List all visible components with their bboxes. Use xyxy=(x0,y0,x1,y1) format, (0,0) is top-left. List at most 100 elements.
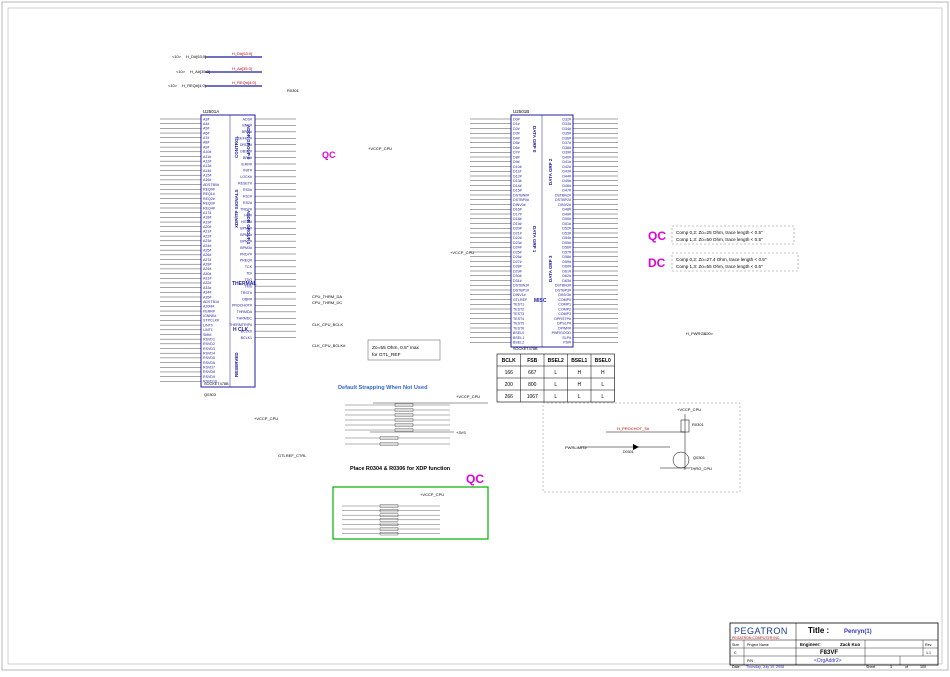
cpu-b-left-pin: D22# xyxy=(513,236,522,240)
engineer-label: Engineer: xyxy=(800,642,821,647)
cpu-b-left-pin: GTLREF xyxy=(513,298,528,302)
cpu-b-right-pin: D33# xyxy=(562,122,571,126)
gtl-ref-note: Zo=55 Ohm, 0.5" max for GTL_REF xyxy=(367,339,441,361)
cpu-a-left-pin: A33# xyxy=(203,286,211,290)
cpu-b-right-pin: DSTBN3# xyxy=(555,284,571,288)
strap-vccp-label: +VCCP_CPU xyxy=(456,394,480,399)
cpu-b-right-pin: D57# xyxy=(562,250,571,254)
cpu-a-right-pin: DRDY# xyxy=(240,143,252,147)
cpu-b-left-pin: D25# xyxy=(513,250,522,254)
cpu-a-right-pin: RS2# xyxy=(243,201,252,205)
cpu-b-left-pin: BSEL2 xyxy=(513,341,524,345)
bsel-cell: L xyxy=(554,382,557,388)
gtl-vccp-label: +VCCP_CPU xyxy=(254,416,278,421)
cpu-a-right-pin: TDI xyxy=(246,272,252,276)
cpu-a-left-pin: ADSTB1# xyxy=(203,300,219,304)
cpu-a-right-pin: THERMTRIP# xyxy=(229,323,252,327)
cpu-a-left-pin: RSVD6 xyxy=(203,361,215,365)
cpu-b-right-pin: D62# xyxy=(562,274,571,278)
cpu-b-left-pin: D7# xyxy=(513,151,520,155)
cpu-b-right-pin: D47# xyxy=(562,189,571,193)
prochot-circuit: +VCCP_CPU R0301 H_PROCHOT_S# PWRLIMIT# D… xyxy=(542,402,741,493)
cpu-a-right-pin: PROCHOT# xyxy=(232,304,252,308)
cpu-b-right-pin: D56# xyxy=(562,246,571,250)
bsel-header: FSB xyxy=(527,358,537,364)
comp-notes: QC Comp 0,2: Zo=25 Ohm, trace length < 0… xyxy=(322,150,799,272)
bsel-header: BSEL1 xyxy=(571,358,587,364)
cpu-b-right-pin: D60# xyxy=(562,265,571,269)
cpu-b-left-pin: D12# xyxy=(513,174,522,178)
h-pwrgd-ref: <20> xyxy=(704,331,714,336)
comp-dc-line2: Comp 1,3: Zo=55 Ohm, trace length < 0.5" xyxy=(676,264,763,269)
bus-label-name-0: H_D#[63:0] xyxy=(186,54,206,59)
cpu-a-left-pin: A5# xyxy=(203,127,209,131)
cpu-a-left-pin: RSVD9 xyxy=(203,375,215,379)
cpu-b-right-pin: D36# xyxy=(562,136,571,140)
cpu-b-right-pin: D46# xyxy=(562,184,571,188)
pwrlimit-label: PWRLIMIT# xyxy=(565,445,588,450)
cpu-a-left-pin: RSVD8 xyxy=(203,370,215,374)
cpu-a-left-pin: STPCLK# xyxy=(203,319,219,323)
cpu-a-left-pin: A28# xyxy=(203,263,211,267)
company-logo: PEGATRON xyxy=(734,626,788,636)
cpu-b-right-pin: D44# xyxy=(562,174,571,178)
cpu-b-left-pins: D0#D1#D2#D3#D4#D5#D6#D7#D8#D9#D10#D11#D1… xyxy=(470,117,529,345)
cpu-b-left-pin: D5# xyxy=(513,141,520,145)
date-label: Date: xyxy=(732,665,741,669)
strap-3vs-label: +3VS xyxy=(456,430,466,435)
cpu-a-left-pin: A29# xyxy=(203,267,211,271)
bus-label-tag-0: H_D#[63:0] xyxy=(232,51,252,56)
bsel-cell: 1067 xyxy=(527,394,538,400)
cpu-a-right-pin: BPM3# xyxy=(240,246,252,250)
cpu-b-left-pin: D26# xyxy=(513,255,522,259)
cpu-b-right-pin: D38# xyxy=(562,146,571,150)
default-strapping: Default Strapping When Not Used +VCCP_CP… xyxy=(338,385,488,435)
cpu-a-right-pin: TCK xyxy=(245,265,253,269)
bus-label-tag-2: H_REQ#[4:0] xyxy=(232,80,256,85)
cpu-a-ref: U2501A xyxy=(203,109,219,114)
cpu-a-left-pin: A18# xyxy=(203,216,211,220)
cpu-a-right-pin: RS0# xyxy=(243,188,252,192)
cpu-b-left-pin: TEST3 xyxy=(513,312,524,316)
rev-label: Rev. xyxy=(925,643,932,647)
cpu-b-left-pin: D28# xyxy=(513,265,522,269)
cpu-a-right-pin: BPRI# xyxy=(242,130,252,134)
bus-label-dir-2: <10> xyxy=(168,83,178,88)
cpu-b-left-pin: D11# xyxy=(513,170,521,174)
title-value: Penryn(1) xyxy=(844,629,872,635)
cpu-a-left-pin: A7# xyxy=(203,136,209,140)
comp-dc-line1: Comp 0,2: Zo=27.4 Ohm, trace length < 0.… xyxy=(676,257,767,262)
cpu-b-left-pin: D24# xyxy=(513,246,522,250)
cpu-b-left-pin: D8# xyxy=(513,155,520,159)
cpu-a-right-pin: BPM0# xyxy=(240,227,252,231)
cpu-a-group-6: RESERVED xyxy=(234,352,239,377)
cpu-b-right-pin: DPWR# xyxy=(558,326,571,330)
cpu-a-left-pin: A17# xyxy=(203,211,211,215)
cpu-b-left-pin: D14# xyxy=(513,184,522,188)
cpu-a-left-pin: ADSTB0# xyxy=(203,183,219,187)
cpu-a-left-pin: A12# xyxy=(203,159,211,163)
cpu-b-right-pin: D51# xyxy=(562,222,571,226)
comp-qc-line2: Comp 1,3: Zo=50 Ohm, trace length < 0.5" xyxy=(676,237,763,242)
cpu-b-left-pin: TEST2 xyxy=(513,307,524,311)
thrm-da-label: CPU_THRM_DA xyxy=(312,294,342,299)
bsel-header: BSEL2 xyxy=(548,358,564,364)
cpu-a-right-pin: PRDY# xyxy=(240,252,252,256)
xdp-rows xyxy=(342,504,440,536)
cpu-b-left-pin: D31# xyxy=(513,279,522,283)
bsel-cell: L xyxy=(601,394,604,400)
cpu-a-left-pin: A11# xyxy=(203,155,211,159)
q0301-label: Q0301 xyxy=(693,455,706,460)
cpu-b-left-pin: DSTBP0# xyxy=(513,198,529,202)
cpu-b-right-pin: COMP2 xyxy=(558,307,571,311)
cpu-b-right-pin: D39# xyxy=(562,151,571,155)
project-label: Project Name xyxy=(747,643,769,647)
cpu-a-group-2: ADDR GROUP 1 xyxy=(246,210,251,245)
cpu-a-left-pin: RSVD7 xyxy=(203,366,215,370)
cpu-b-right-pin: DSTBP2# xyxy=(555,198,571,202)
cpu-b-right-pin: COMP1 xyxy=(558,303,571,307)
cpu-b-right-pin: D40# xyxy=(562,155,571,159)
